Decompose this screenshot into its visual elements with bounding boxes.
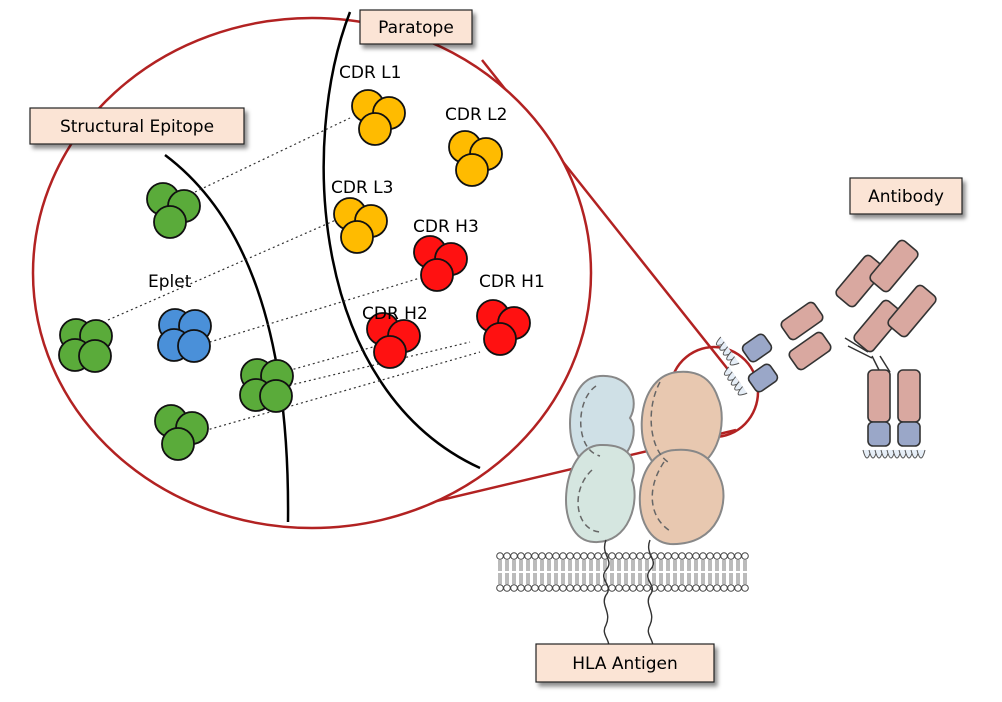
antibody-heavy-domain bbox=[867, 369, 891, 423]
label-hla-antigen: HLA Antigen bbox=[535, 643, 715, 683]
atom-sphere bbox=[153, 205, 187, 239]
paratope-text: Paratope bbox=[378, 18, 454, 38]
cdr-h3-label: CDR H3 bbox=[413, 217, 479, 237]
antibody-light-domain bbox=[741, 333, 773, 363]
hla-alpha-chain bbox=[565, 374, 636, 544]
cdr-l2-label: CDR L2 bbox=[445, 105, 507, 125]
antibody-heavy-domain bbox=[788, 331, 832, 371]
antibody-light-domain bbox=[747, 363, 779, 393]
epitope-boundary-curve bbox=[164, 154, 290, 523]
atom-sphere bbox=[483, 322, 517, 356]
interface-curves bbox=[164, 11, 481, 523]
antibody-heavy-domain bbox=[897, 369, 921, 423]
epitope-cluster bbox=[154, 404, 209, 461]
antibody-heavy-domain bbox=[835, 254, 885, 308]
atom-clusters bbox=[58, 89, 531, 461]
atom-sphere bbox=[420, 258, 454, 292]
eplet-cluster bbox=[157, 308, 212, 363]
cdr-h2-cluster bbox=[366, 312, 421, 369]
antibody-text: Antibody bbox=[868, 187, 944, 207]
cdr-h1-label: CDR H1 bbox=[479, 272, 545, 292]
cdr-l3-cluster bbox=[333, 197, 388, 254]
eplet-label: Eplet bbox=[148, 272, 192, 292]
antibody-hinge bbox=[844, 337, 891, 373]
atom-sphere bbox=[161, 427, 195, 461]
cdr-h2-label: CDR H2 bbox=[362, 304, 428, 324]
antibody-light-domain bbox=[867, 421, 891, 447]
cdr-l2-cluster bbox=[448, 130, 503, 187]
antibody-heavy-domain bbox=[887, 284, 937, 338]
transmembrane-helices bbox=[603, 539, 655, 651]
label-structural-epitope: Structural Epitope bbox=[29, 107, 245, 145]
interaction-line bbox=[199, 351, 481, 433]
cdr-loops bbox=[723, 366, 748, 396]
atom-sphere bbox=[177, 329, 211, 363]
cdr-loops bbox=[892, 449, 926, 459]
interaction-line bbox=[199, 277, 421, 346]
atom-sphere bbox=[78, 339, 112, 373]
interaction-line bbox=[107, 215, 346, 321]
antibody-heavy-domain bbox=[869, 239, 919, 293]
atom-sphere bbox=[455, 153, 489, 187]
atom-sphere bbox=[358, 112, 392, 146]
epitope-cluster bbox=[146, 182, 201, 239]
cdr-l1-cluster bbox=[351, 89, 406, 146]
cell-membrane bbox=[496, 552, 752, 592]
label-paratope: Paratope bbox=[359, 9, 473, 45]
paratope-boundary-curve bbox=[322, 11, 481, 470]
antibody-molecule bbox=[715, 239, 937, 459]
epitope-cluster bbox=[58, 318, 113, 373]
atom-sphere bbox=[373, 335, 407, 369]
atom-sphere bbox=[340, 220, 374, 254]
cdr-h3-cluster bbox=[413, 235, 468, 292]
label-antibody: Antibody bbox=[849, 177, 963, 215]
antibody-heavy-domain bbox=[853, 299, 903, 353]
antibody-heavy-domain bbox=[780, 301, 824, 341]
antibody-light-domain bbox=[897, 421, 921, 447]
structural-epitope-text: Structural Epitope bbox=[60, 117, 214, 137]
hla-antigen-text: HLA Antigen bbox=[572, 654, 678, 674]
atom-sphere bbox=[259, 379, 293, 413]
cdr-loops bbox=[715, 336, 740, 366]
cdr-h1-cluster bbox=[476, 299, 531, 356]
hla-antigen-molecule bbox=[496, 370, 752, 651]
cdr-l1-label: CDR L1 bbox=[339, 63, 401, 83]
epitope-cluster bbox=[239, 358, 294, 413]
interaction-line bbox=[269, 341, 471, 391]
hla-beta-chain bbox=[638, 370, 725, 546]
interaction-line bbox=[194, 117, 351, 193]
cdr-loops bbox=[862, 449, 896, 459]
cdr-l3-label: CDR L3 bbox=[331, 178, 393, 198]
cdr-labels: CDR L1 CDR L2 CDR L3 CDR H3 CDR H1 CDR H… bbox=[148, 63, 545, 324]
